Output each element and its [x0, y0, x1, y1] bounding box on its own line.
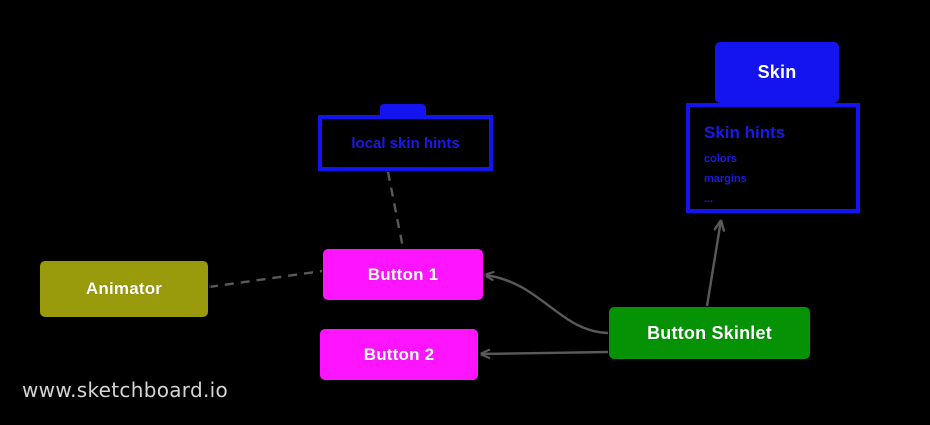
node-button-skinlet[interactable]: Button Skinlet — [609, 307, 810, 359]
node-local-skin-hints[interactable]: local skin hints — [318, 115, 493, 171]
node-skin-label: Skin — [757, 62, 797, 82]
node-animator[interactable]: Animator — [40, 261, 208, 317]
node-skin-hints-item-ellipsis: ... — [704, 193, 714, 205]
edge-localhints-to-button1 — [386, 171, 405, 249]
node-button-2[interactable]: Button 2 — [320, 329, 478, 380]
node-button-1[interactable]: Button 1 — [323, 249, 483, 300]
node-skin-hints-item-margins: margins — [704, 173, 747, 185]
node-skin-hints-title: Skin hints — [704, 123, 786, 142]
edge-skinlet-to-skinhints — [705, 220, 721, 307]
edge-skinlet-to-button1 — [484, 275, 609, 335]
edge-skinlet-to-button2 — [480, 352, 609, 354]
node-skin-hints-item-colors: colors — [704, 153, 738, 165]
node-skin[interactable]: Skin — [715, 42, 839, 103]
edge-animator-to-button1 — [208, 269, 323, 289]
node-button-skinlet-label: Button Skinlet — [647, 322, 772, 343]
watermark: www.sketchboard.io — [22, 378, 229, 402]
node-button-1-label: Button 1 — [367, 264, 439, 284]
node-local-skin-hints-label: local skin hints — [351, 134, 460, 152]
node-button-2-label: Button 2 — [363, 344, 435, 364]
node-animator-label: Animator — [85, 279, 163, 298]
note-tab-icon — [380, 104, 426, 118]
node-skin-hints[interactable]: Skin hints colors margins ... — [686, 103, 860, 213]
